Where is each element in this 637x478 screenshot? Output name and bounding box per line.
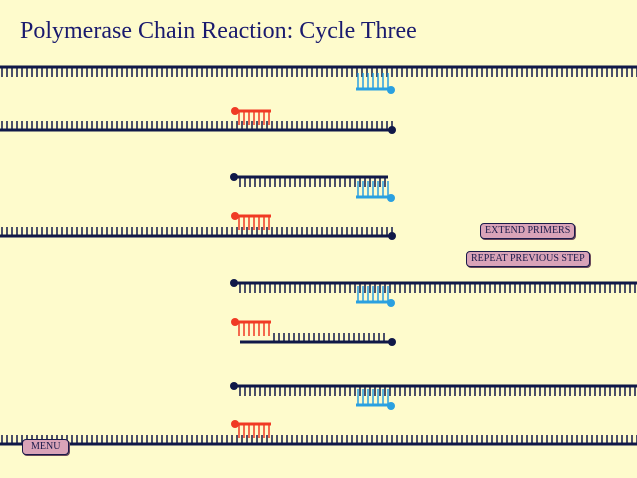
strand-3-bottom-bases [273,333,385,342]
forward-primer-4-bases [238,424,270,438]
strand-3-top-bases [239,283,636,293]
reverse-primer-4-bases [357,389,389,405]
strand-3-bottom-end [388,338,396,346]
menu-button[interactable]: MENU [22,439,70,455]
reverse-primer-3-end [387,299,395,307]
forward-primer-2-end [231,212,239,220]
extend-primers-button[interactable]: EXTEND PRIMERS [480,223,576,239]
reverse-primer-4-end [387,402,395,410]
strand-2-top-end [230,173,238,181]
repeat-previous-step-button[interactable]: REPEAT PREVIOUS STEP [466,251,590,267]
strand-3-top-end [230,279,238,287]
strand-4-top-bases [239,386,636,396]
strand-4-bottom-bases [1,435,637,444]
forward-primer-2-bases [238,216,270,230]
reverse-primer-1-end [387,86,395,94]
reverse-primer-2-bases [357,181,389,197]
strand-2-bottom-end [388,232,396,240]
strand-4-top-end [230,382,238,390]
strand-1-top-bases [1,67,637,77]
forward-primer-4-end [231,420,239,428]
forward-primer-1-end [231,107,239,115]
strand-2-bottom-bases [1,227,393,236]
reverse-primer-2-end [387,194,395,202]
strand-1-bottom-bases [1,121,393,130]
reverse-primer-3-bases [357,286,389,302]
reverse-primer-1-bases [357,73,389,89]
forward-primer-1-bases [238,111,270,125]
page-title: Polymerase Chain Reaction: Cycle Three [20,18,417,44]
forward-primer-3-end [231,318,239,326]
strand-2-top-bases [239,177,386,187]
strand-1-bottom-end [388,126,396,134]
forward-primer-3-bases [238,322,270,336]
